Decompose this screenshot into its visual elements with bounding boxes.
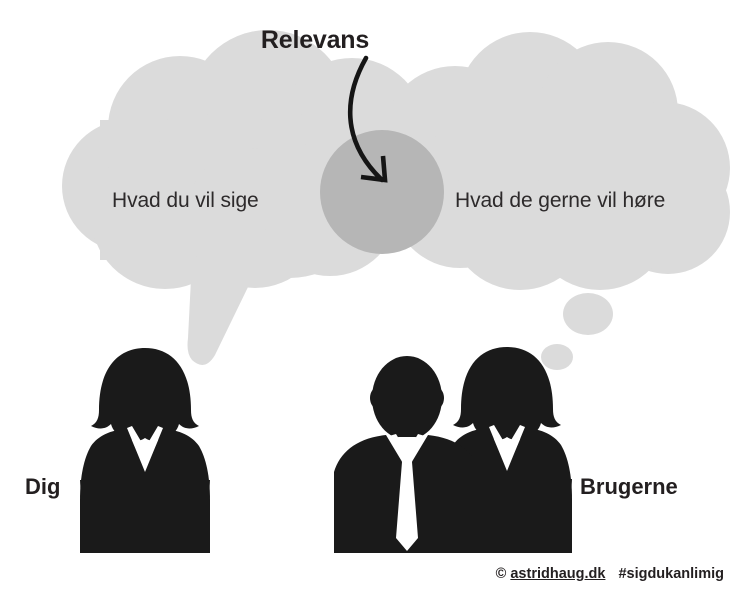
right-thought-bubble bbox=[383, 32, 730, 290]
v-neck-cut bbox=[127, 426, 163, 472]
page-title: Relevans bbox=[260, 26, 370, 54]
figure-man bbox=[334, 356, 480, 553]
v-neck-cut bbox=[489, 425, 525, 471]
right-bubble-label: Hvad de gerne vil høre bbox=[455, 189, 666, 212]
necktie-shape bbox=[396, 437, 418, 551]
thought-trail-bubble-large bbox=[563, 293, 613, 335]
head-shape bbox=[372, 356, 442, 440]
footer-hashtag: #sigdukanlimig bbox=[618, 566, 724, 582]
copyright-symbol: © bbox=[495, 566, 507, 582]
figure-label-left: Dig bbox=[25, 474, 61, 499]
footer-credit: © astridhaug.dk #sigdukanlimig bbox=[496, 566, 724, 582]
hair-shape bbox=[91, 348, 199, 441]
figure-label-right: Brugerne bbox=[580, 474, 678, 499]
arrow-head-icon bbox=[360, 155, 388, 183]
footer-website-link[interactable]: astridhaug.dk bbox=[510, 566, 606, 582]
torso-shape bbox=[80, 480, 210, 553]
left-bubble-label: Hvad du vil sige bbox=[112, 189, 259, 212]
hair-shape bbox=[453, 347, 561, 440]
arrow-shaft-icon bbox=[347, 55, 385, 183]
cloud-lobe bbox=[595, 145, 715, 265]
thought-trail-bubble-small bbox=[541, 344, 573, 370]
figure-woman-left bbox=[80, 348, 210, 553]
overlap-circle bbox=[320, 130, 444, 254]
relevans-arrow bbox=[347, 55, 388, 183]
